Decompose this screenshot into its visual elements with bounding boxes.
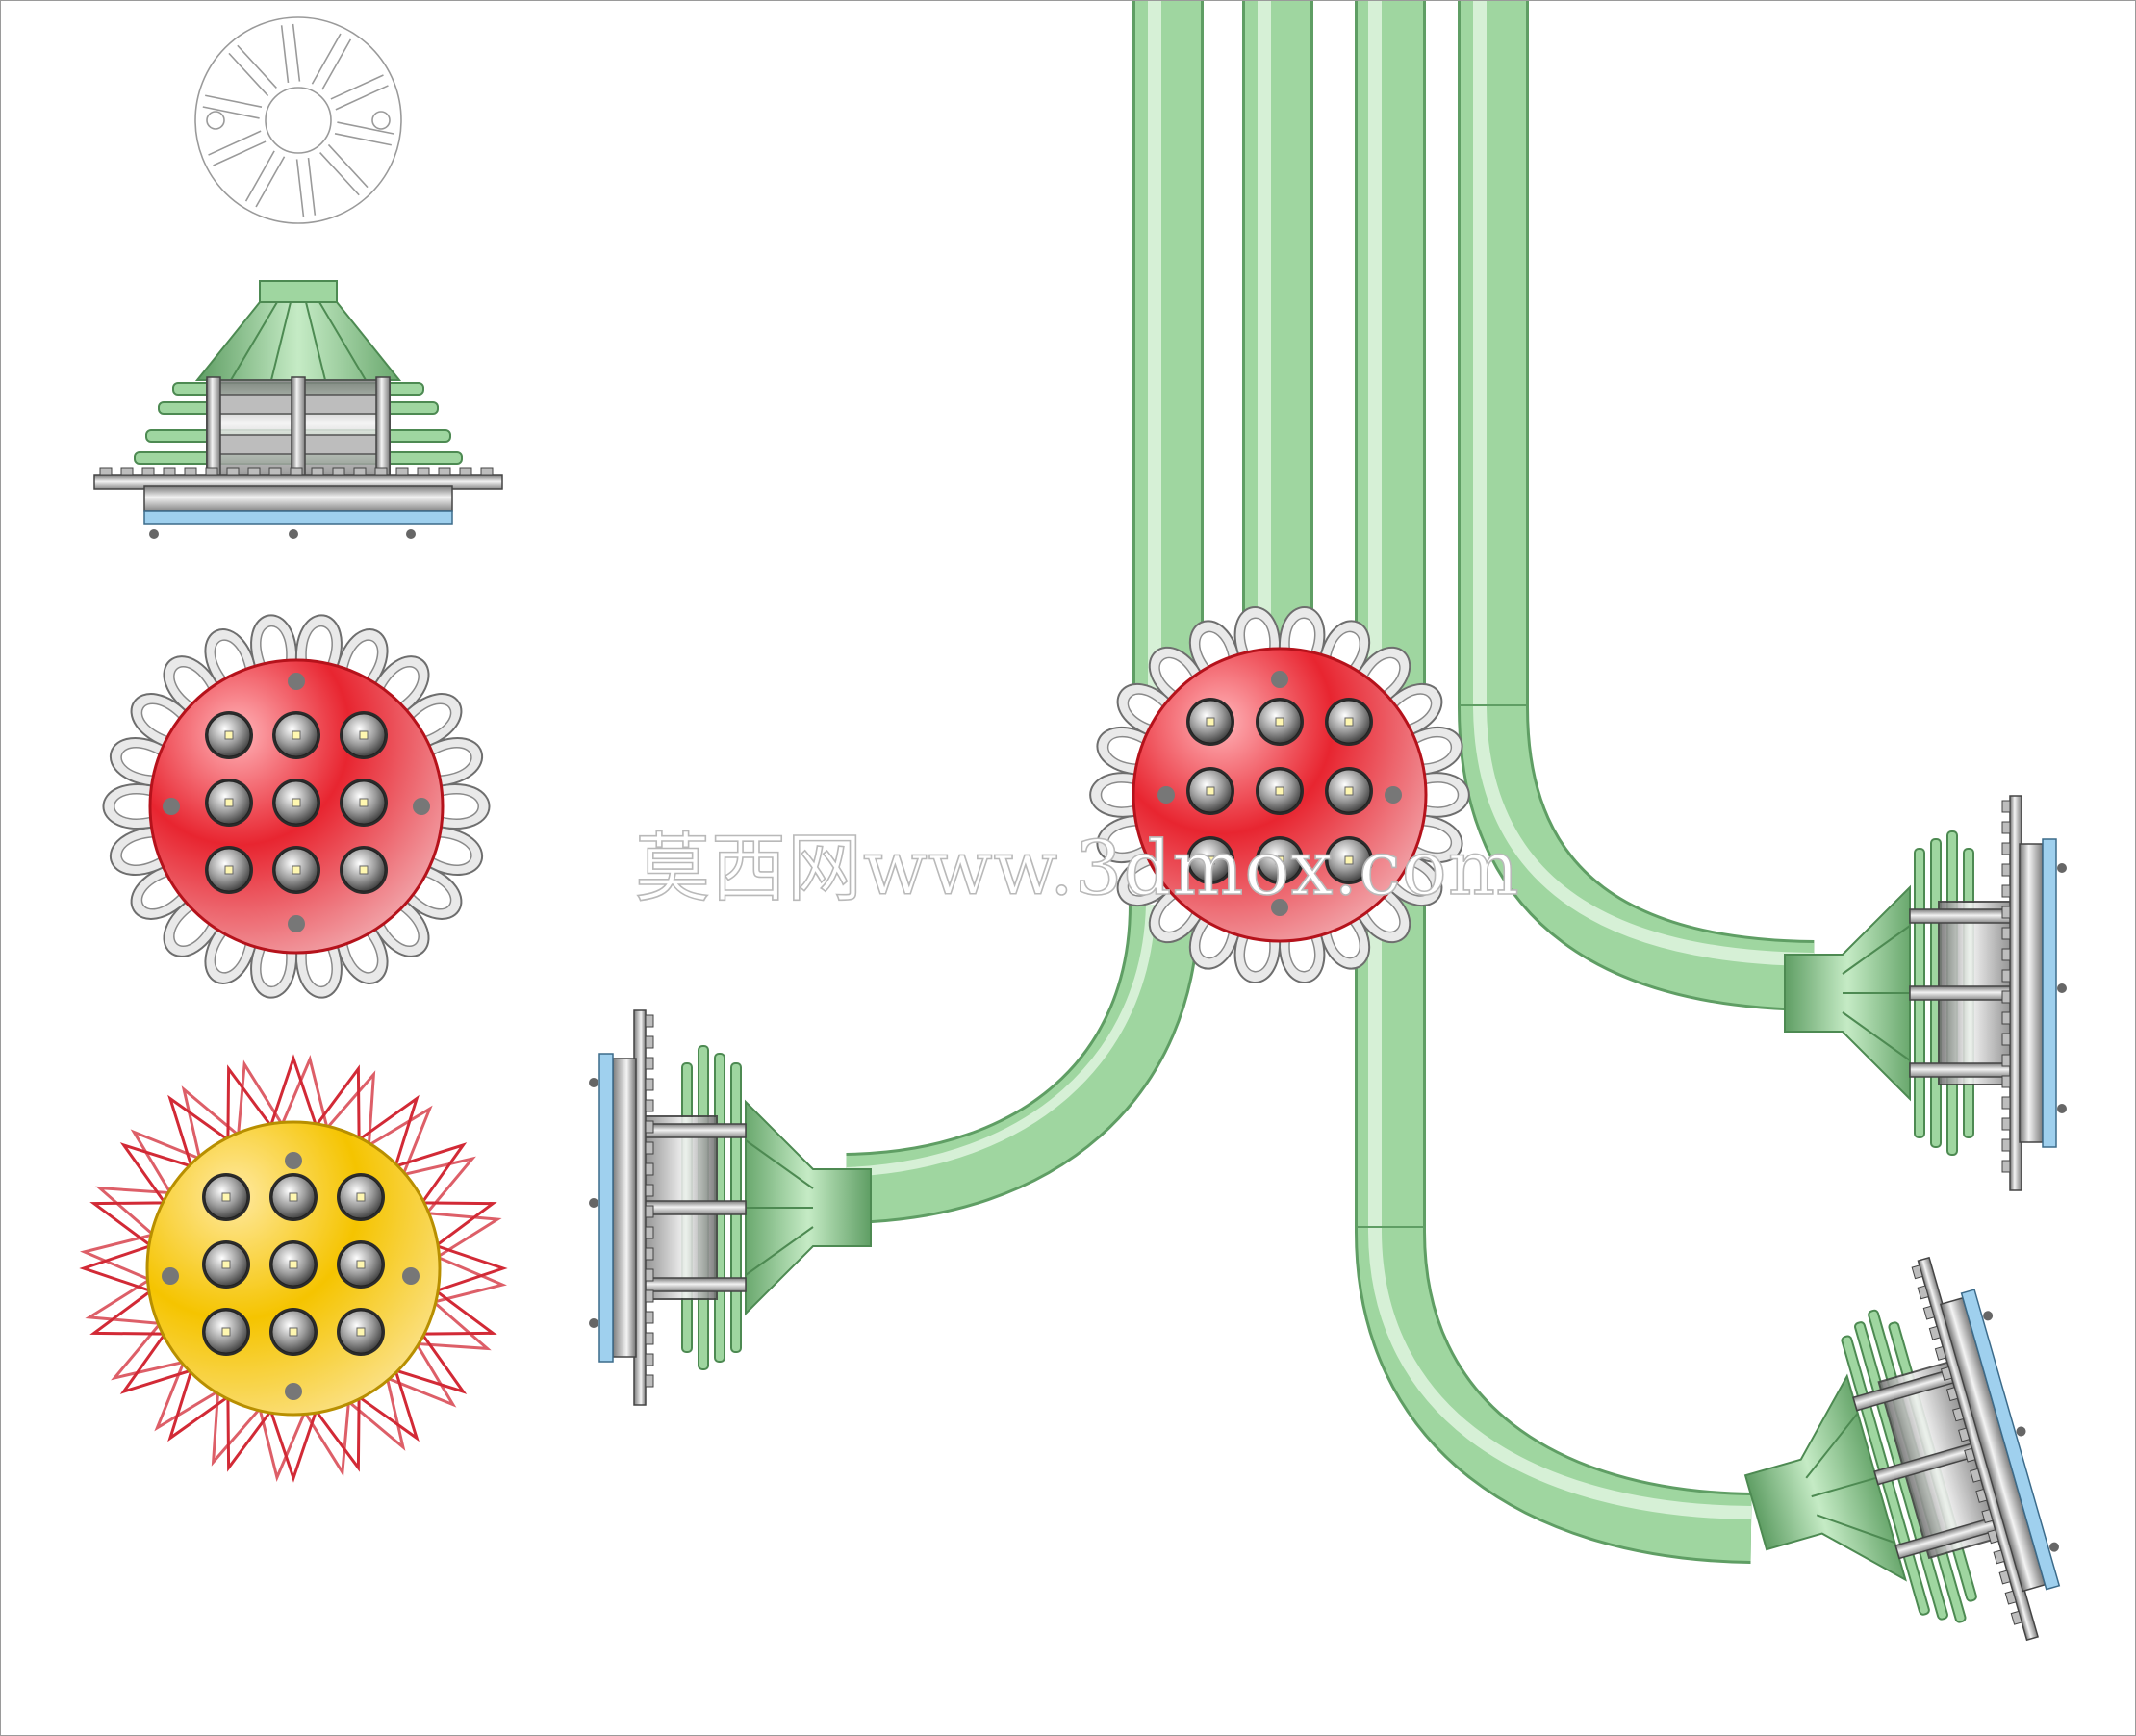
pipe-left-branch bbox=[846, 0, 1204, 1224]
right-spot-fixture bbox=[1784, 795, 2067, 1191]
front-view-yellow bbox=[79, 1054, 508, 1483]
bottom-right-spot-fixture bbox=[1743, 1256, 2061, 1642]
left-spot-fixture bbox=[589, 1009, 872, 1406]
pipe-bottom-branch bbox=[1355, 0, 1752, 1564]
front-view-red bbox=[102, 614, 491, 999]
top-wireframe-view bbox=[194, 16, 402, 224]
pipe-right-branch bbox=[1458, 0, 1815, 1011]
pipe-center-feed bbox=[1242, 0, 1313, 635]
pipe-network bbox=[846, 0, 1815, 1564]
side-profile-view bbox=[93, 280, 503, 539]
center-lamp-red bbox=[1089, 606, 1470, 983]
